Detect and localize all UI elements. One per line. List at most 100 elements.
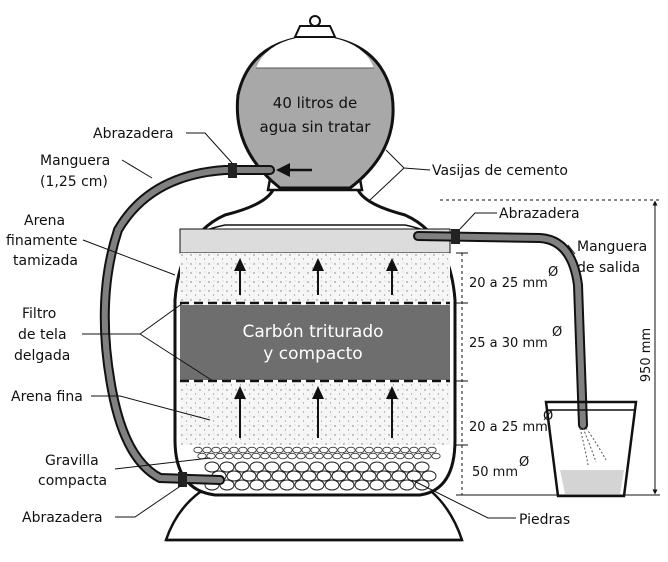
stone: [369, 461, 385, 473]
stone: [421, 470, 437, 482]
up-arrow-icon: [312, 386, 324, 438]
gravel-pebble: [368, 452, 378, 460]
dim-layer-1: 20 a 25 mm: [469, 276, 548, 291]
gravel-pebble: [238, 446, 248, 454]
label-abrazadera-top: Abrazadera: [93, 126, 174, 142]
stone: [354, 461, 370, 473]
gravel-pebble: [265, 446, 275, 454]
stone: [309, 479, 325, 491]
up-arrow-icon: [312, 258, 324, 295]
gravel-pebble: [332, 452, 342, 460]
stone: [384, 461, 400, 473]
label-arena-fin-tam-3: tamizada: [13, 253, 78, 269]
jar-label-line1: 40 litros de: [273, 94, 357, 112]
dim-layer-2: 25 a 30 mm: [469, 336, 548, 351]
stone: [279, 479, 295, 491]
dim-layer-4: 50 mm: [472, 465, 518, 480]
gravel-pebble: [301, 446, 311, 454]
label-arena-fin-tam-1: Arena: [24, 213, 65, 229]
stone: [354, 479, 370, 491]
collection-cup: [544, 400, 638, 498]
gravel-layer: [193, 446, 441, 460]
stone: [286, 470, 302, 482]
gravel-pebble: [251, 452, 261, 460]
label-filtro-3: delgada: [14, 348, 70, 364]
flow-arrows: [234, 258, 398, 438]
dim-diameter-2: Ø: [552, 325, 562, 340]
gravel-pebble: [202, 446, 212, 454]
stone: [294, 479, 310, 491]
charcoal-layer: [180, 305, 450, 380]
gravel-pebble: [355, 446, 365, 454]
stone: [324, 479, 340, 491]
label-filtro-1: Filtro: [22, 306, 56, 322]
stone: [406, 470, 422, 482]
dim-layer-3: 20 a 25 mm: [469, 420, 548, 435]
stone: [369, 479, 385, 491]
label-gravilla-1: Gravilla: [45, 453, 99, 469]
gravel-pebble: [323, 452, 333, 460]
gravel-pebble: [274, 446, 284, 454]
top-water-layer: [179, 228, 451, 254]
stone: [324, 461, 340, 473]
stone: [399, 479, 415, 491]
label-abrazadera-bottom: Abrazadera: [22, 510, 103, 526]
gravel-pebble: [373, 446, 383, 454]
gravel-pebble: [391, 446, 401, 454]
stone: [384, 479, 400, 491]
gravel-pebble: [404, 452, 414, 460]
stone: [399, 461, 415, 473]
dim-diameter-3: Ø: [543, 409, 553, 424]
stone: [219, 461, 235, 473]
gravel-pebble: [382, 446, 392, 454]
gravel-pebble: [418, 446, 428, 454]
stone: [234, 461, 250, 473]
gravel-pebble: [278, 452, 288, 460]
stone: [294, 461, 310, 473]
gravel-pebble: [220, 446, 230, 454]
gravel-pebble: [206, 452, 216, 460]
gravel-pebble: [395, 452, 405, 460]
up-arrow-icon: [386, 386, 398, 438]
up-arrow-icon: [234, 258, 246, 295]
label-abrazadera-right: Abrazadera: [499, 206, 580, 222]
stone: [241, 470, 257, 482]
outlet-hose: [413, 229, 588, 430]
charcoal-label-line2: y compacto: [263, 344, 362, 364]
label-manguera-line2: (1,25 cm): [40, 174, 108, 190]
label-piedras: Piedras: [519, 512, 570, 528]
gravel-pebble: [305, 452, 315, 460]
gravel-pebble: [346, 446, 356, 454]
stone: [264, 461, 280, 473]
jar-label-line2: agua sin tratar: [260, 118, 372, 136]
gravel-pebble: [328, 446, 338, 454]
gravel-pebble: [427, 446, 437, 454]
charcoal-label-line1: Carbón triturado: [242, 322, 383, 342]
stone: [249, 461, 265, 473]
gravel-pebble: [211, 446, 221, 454]
stone: [271, 470, 287, 482]
gravel-pebble: [269, 452, 279, 460]
stone: [309, 461, 325, 473]
label-manguera-salida-2: de salida: [577, 260, 640, 276]
label-vasijas: Vasijas de cemento: [432, 163, 568, 179]
gravel-pebble: [215, 452, 225, 460]
label-gravilla-2: compacta: [38, 473, 107, 489]
stone: [301, 470, 317, 482]
gravel-pebble: [409, 446, 419, 454]
gravel-pebble: [314, 452, 324, 460]
gravel-pebble: [431, 452, 441, 460]
base-pedestal: [164, 490, 464, 542]
gravel-pebble: [377, 452, 387, 460]
gravel-pebble: [292, 446, 302, 454]
up-arrow-icon: [386, 258, 398, 295]
gravel-pebble: [350, 452, 360, 460]
stone: [204, 461, 220, 473]
stone: [279, 461, 295, 473]
gravel-pebble: [319, 446, 329, 454]
gravel-pebble: [224, 452, 234, 460]
stone: [376, 470, 392, 482]
dim-diameter-1: Ø: [548, 265, 558, 280]
up-arrow-icon: [234, 386, 246, 438]
stone: [264, 479, 280, 491]
